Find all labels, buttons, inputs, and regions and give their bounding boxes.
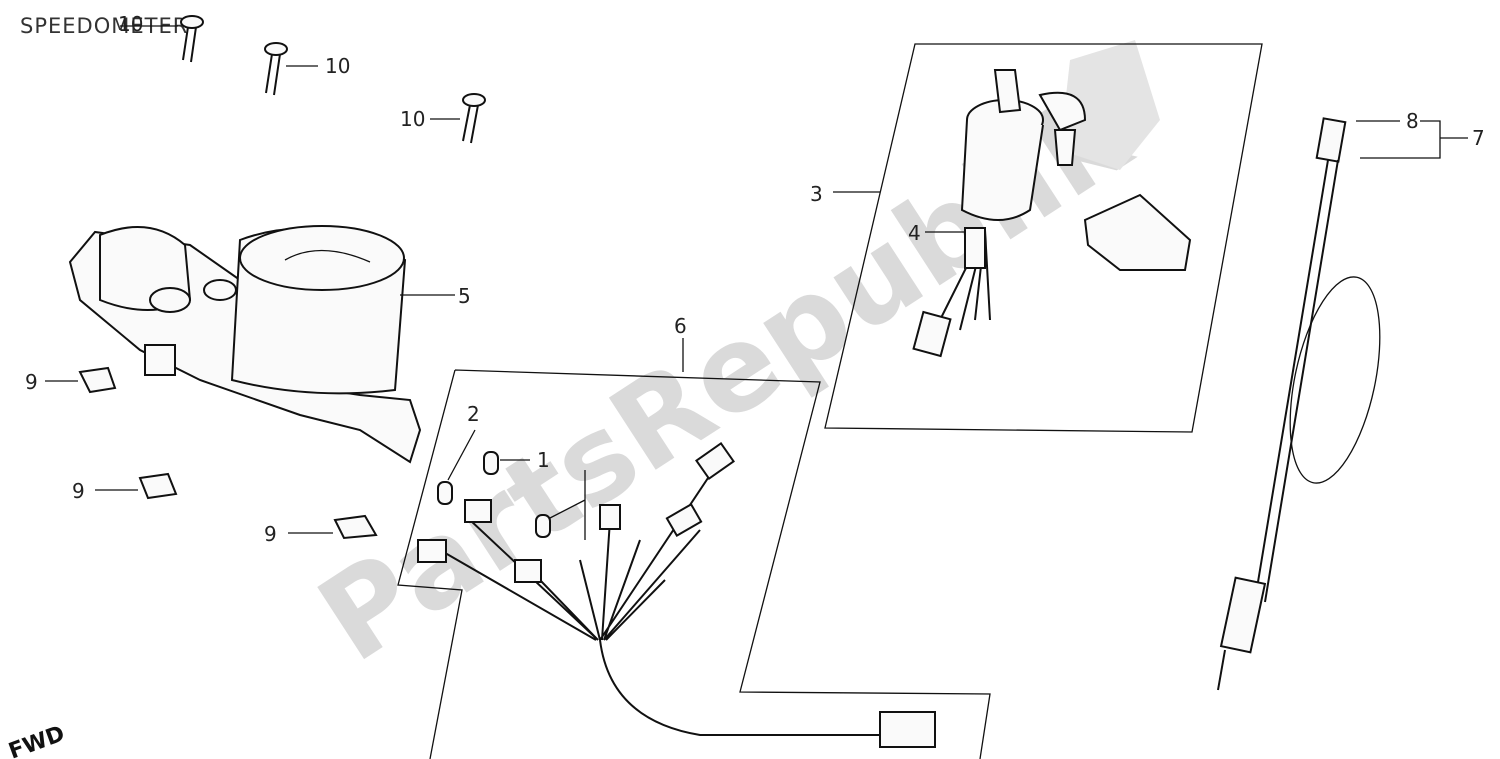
callout-9-a: 9 [25,370,38,394]
callout-4: 4 [908,221,921,245]
speedometer-cable [1217,117,1468,691]
fwd-label: FWD [6,721,69,759]
screw-right [430,93,486,144]
callout-10-c: 10 [400,107,425,131]
speedometer-housing [68,225,455,464]
callout-3: 3 [810,182,823,206]
callout-5: 5 [458,284,471,308]
screw-top-left [120,15,204,63]
bulb-3 [535,470,586,540]
callout-8: 8 [1406,109,1419,133]
wire-harness [417,441,936,748]
ignition-switch [912,69,1192,358]
screw-top-middle [264,42,318,96]
callout-6: 6 [674,314,687,338]
wire-harness-frame [397,338,991,759]
callout-9-c: 9 [264,522,277,546]
callout-2: 2 [467,402,480,426]
callout-10-a: 10 [118,12,143,36]
callout-7: 7 [1472,126,1485,150]
bulb-1 [483,451,530,475]
grommet-1 [45,366,117,394]
callout-10-b: 10 [325,54,350,78]
callout-9-b: 9 [72,479,85,503]
grommet-3 [288,514,378,540]
ignition-switch-frame [824,43,1263,433]
watermark-gear-icon [1060,40,1160,170]
callout-1: 1 [537,448,550,472]
grommet-2 [95,472,178,500]
bulb-2 [437,429,476,505]
